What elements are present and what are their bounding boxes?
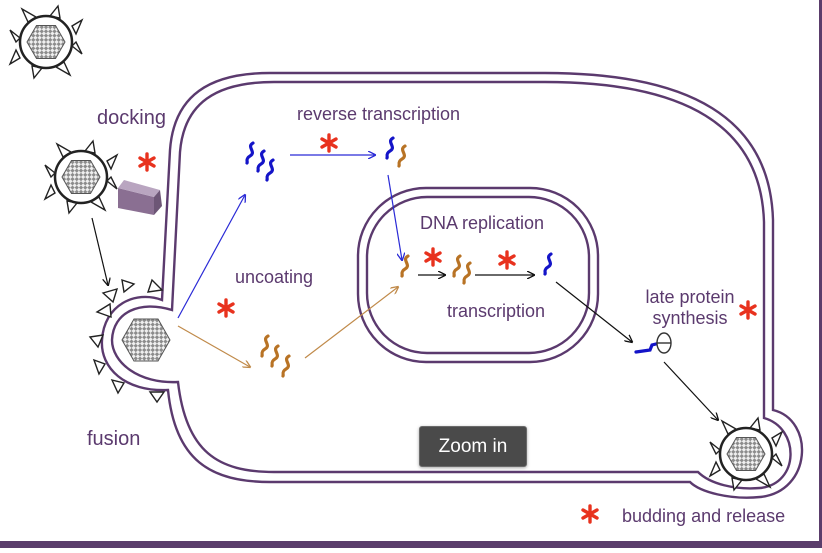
uncoating-capsid-icon — [121, 318, 171, 362]
budding-virion-icon — [708, 416, 784, 492]
arrows — [91, 155, 718, 420]
uncoating-rna-arrow — [177, 325, 250, 367]
transcript-strand-icon — [543, 252, 553, 276]
transcription-star-icon — [498, 250, 516, 270]
rt-product-strands-icon — [385, 136, 407, 168]
replication-star-icon — [424, 247, 442, 267]
transcript-export-arrow — [555, 281, 632, 342]
receptor-icon — [118, 180, 162, 215]
label-reverse-transcription: reverse transcription — [297, 104, 461, 124]
late-protein-star-icon — [739, 300, 757, 320]
rna-strand-icon — [260, 334, 291, 378]
dna-strand-icon — [245, 141, 275, 182]
rna-to-nucleus-arrow — [304, 287, 398, 359]
replicated-strands-icon — [452, 254, 472, 285]
assembly-arrow — [663, 361, 718, 420]
nuclear-rna-strand-icon — [400, 254, 410, 278]
slide-bottom-bar — [0, 541, 822, 548]
uncoating-dna-arrow — [177, 195, 245, 319]
label-transcription: transcription — [447, 301, 546, 321]
free-virion-icon — [8, 4, 84, 80]
label-docking: docking — [97, 107, 166, 129]
budding-star-icon — [581, 504, 599, 524]
docking-to-fusion-arrow — [91, 217, 108, 285]
docking-star-icon — [138, 152, 156, 172]
label-uncoating: uncoating — [235, 267, 314, 287]
label-fusion: fusion — [87, 428, 141, 450]
cell-membrane — [100, 71, 804, 499]
uncoating-star-icon — [217, 298, 235, 318]
fusion-spikes-icon — [88, 278, 166, 404]
docking-virion-icon — [43, 139, 119, 215]
label-dna-replication: DNA replication — [420, 213, 545, 233]
slide-right-border — [819, 0, 822, 541]
ribosome-icon — [634, 332, 672, 354]
label-late-protein-synthesis: late protein synthesis — [645, 287, 735, 328]
nucleus-membrane — [356, 186, 600, 364]
reverse-transcription-star-icon — [320, 133, 338, 153]
zoom-in-button[interactable]: Zoom in — [419, 426, 527, 467]
label-budding-and-release: budding and release — [622, 506, 786, 526]
nuclear-import-arrow — [387, 174, 402, 260]
